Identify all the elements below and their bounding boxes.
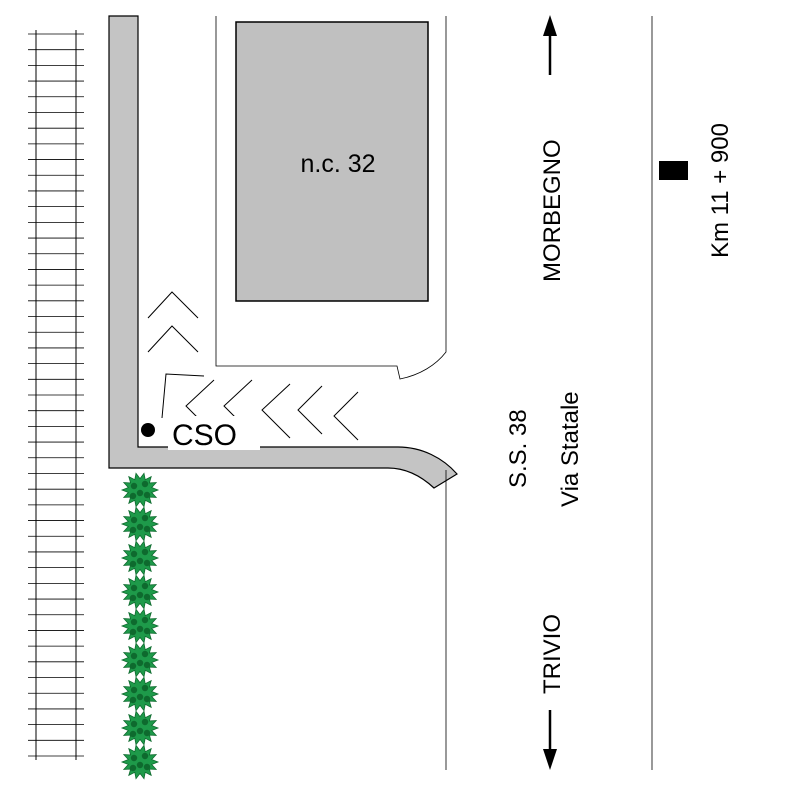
tree-icon [120, 642, 160, 678]
railway-sleepers [28, 33, 84, 757]
tree-row [120, 472, 160, 780]
cso-point [141, 423, 155, 437]
tree-icon [120, 574, 160, 610]
cso-label: CSO [172, 419, 237, 452]
building-nc32 [235, 21, 429, 302]
km-marker-label: Km 11 + 900 [707, 123, 734, 258]
cso-label-background [168, 416, 260, 450]
access-road [108, 15, 458, 489]
arrow-up-icon [543, 15, 557, 36]
direction-trivio: TRIVIO [539, 614, 566, 770]
chevron-left-5 [333, 391, 359, 441]
direction-morbegno: MORBEGNO [539, 15, 566, 282]
chevron-up-1 [147, 291, 199, 319]
tree-icon [120, 744, 160, 780]
arrow-down-icon [543, 749, 557, 770]
chevron-corner [161, 373, 205, 419]
road-name-label: Via Statale [557, 391, 584, 507]
tree-icon [120, 540, 160, 576]
building-label: n.c. 32 [300, 150, 375, 178]
road-number-label: S.S. 38 [505, 409, 532, 488]
chevron-left-4 [297, 385, 323, 435]
direction-south-label: TRIVIO [539, 614, 566, 694]
tree-icon [120, 506, 160, 542]
flow-chevrons [147, 291, 359, 441]
tree-icon [120, 472, 160, 508]
chevron-left-3 [261, 383, 291, 439]
km-marker-post [659, 161, 688, 180]
chevron-up-2 [147, 325, 199, 353]
railway-track [28, 30, 84, 760]
property-outline [215, 16, 447, 380]
tree-icon [120, 608, 160, 644]
tree-icon [120, 676, 160, 712]
direction-north-label: MORBEGNO [539, 139, 566, 282]
tree-icon [120, 710, 160, 746]
